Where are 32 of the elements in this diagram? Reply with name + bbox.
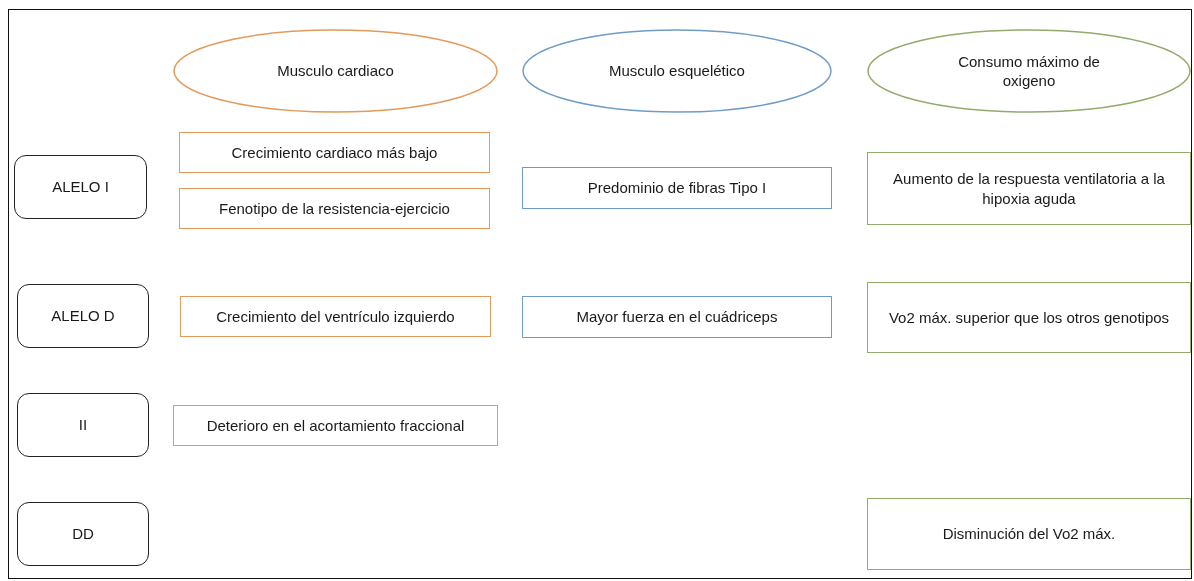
node-text: Musculo esquelético — [609, 61, 745, 81]
node-text: II — [78, 415, 88, 435]
node-text: DD — [72, 524, 94, 544]
node-text: Crecimiento cardiaco más bajo — [231, 142, 438, 163]
effect-box — [179, 132, 490, 173]
genotype-box — [14, 155, 147, 219]
genotype-box — [17, 393, 149, 457]
node-text: Musculo cardiaco — [277, 61, 394, 81]
effect-box — [180, 296, 491, 337]
node-text: Deterioro en el acortamiento fraccional — [206, 415, 465, 436]
genotype-box — [17, 284, 149, 348]
node-text: ALELO D — [51, 306, 115, 326]
category-ellipse — [522, 29, 832, 113]
effect-box — [867, 152, 1191, 225]
category-ellipse — [173, 29, 498, 113]
effect-box — [522, 296, 832, 338]
node-text: Consumo máximo de oxigeno — [957, 51, 1101, 91]
node-text: Disminución del Vo2 máx. — [942, 524, 1116, 544]
node-text: ALELO I — [52, 177, 109, 197]
effect-box — [522, 167, 832, 209]
node-text: Predominio de fibras Tipo I — [587, 178, 767, 198]
effect-box — [867, 282, 1191, 353]
node-text: Crecimiento del ventrículo izquierdo — [216, 306, 455, 327]
effect-box — [173, 405, 498, 446]
node-text: Aumento de la respuesta ventilatoria a la hipoxia aguda — [892, 169, 1166, 208]
effect-box — [179, 188, 490, 229]
node-text: Fenotipo de la resistencia-ejercicio — [219, 198, 450, 219]
node-text: Vo2 máx. superior que los otros genotipos — [888, 307, 1170, 328]
effect-box — [867, 498, 1191, 570]
genotype-box — [17, 502, 149, 566]
category-ellipse — [867, 29, 1191, 113]
node-text: Mayor fuerza en el cuádriceps — [576, 307, 778, 327]
